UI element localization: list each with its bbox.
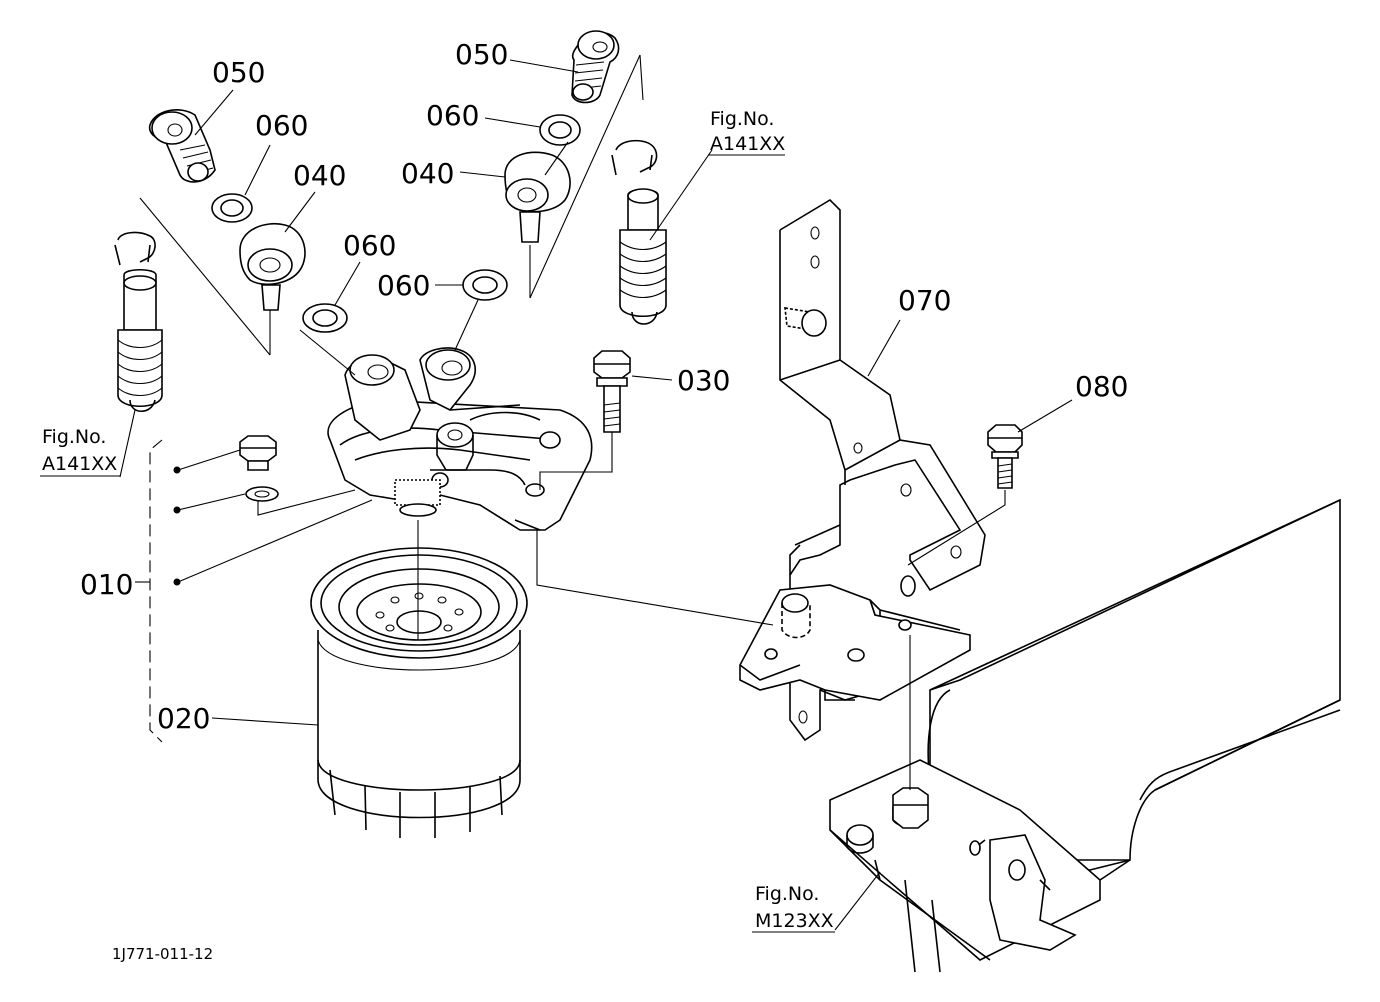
filter-head [327, 347, 593, 531]
label-010: 010 [80, 568, 133, 601]
right-banjo-assembly [462, 30, 667, 325]
fig-ref-number: A141XX [710, 133, 785, 155]
fig-ref-title: Fig.No. [710, 108, 774, 130]
bracket-070 [739, 198, 986, 742]
drain-plug [239, 435, 279, 502]
fuel-tank [927, 498, 1341, 881]
label-050-left: 050 [212, 56, 265, 89]
leader-lines [119, 54, 1073, 931]
label-040-left: 040 [293, 159, 346, 192]
fig-ref-left: Fig.No. A141XX [40, 426, 120, 477]
fig-ref-title: Fig.No. [42, 426, 106, 448]
label-020: 020 [157, 702, 210, 735]
fig-ref-number: A141XX [42, 453, 117, 475]
bolt-030 [593, 350, 631, 433]
label-070: 070 [898, 284, 951, 317]
left-banjo-assembly [114, 109, 348, 413]
fig-ref-bottom: Fig.No. M123XX [752, 883, 835, 933]
nut [892, 787, 929, 829]
drawing-code: 1J771-011-12 [112, 945, 213, 963]
label-080: 080 [1075, 370, 1128, 403]
label-060-right-lower: 060 [377, 269, 430, 302]
leader-dots [173, 466, 181, 586]
label-030: 030 [677, 364, 730, 397]
label-060-right-upper: 060 [426, 99, 479, 132]
label-050-right: 050 [455, 38, 508, 71]
fig-ref-top-right: Fig.No. A141XX [708, 108, 785, 156]
label-060-left-lower: 060 [343, 229, 396, 262]
fig-ref-title: Fig.No. [755, 883, 819, 905]
label-040-right: 040 [401, 157, 454, 190]
bolt-080 [987, 424, 1023, 489]
label-060-left-upper: 060 [255, 109, 308, 142]
fig-ref-number: M123XX [755, 910, 834, 932]
filter-cartridge [310, 547, 528, 838]
